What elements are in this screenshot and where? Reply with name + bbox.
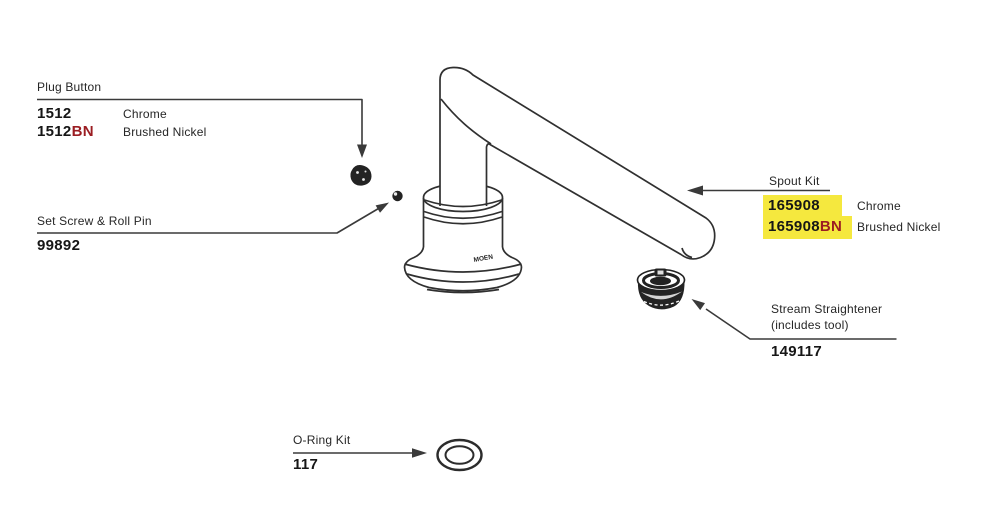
spout-kit-number-chrome: 165908 (763, 195, 842, 218)
stream-straightener-label: Stream Straightener (771, 302, 883, 316)
set-screw-number: 99892 (37, 237, 81, 254)
spout-drawing: MOEN (403, 66, 716, 294)
part-number: 165908 (768, 197, 820, 214)
o-ring-arrowhead (412, 448, 427, 458)
set-screw-part (392, 190, 403, 202)
set-screw-leader-line (37, 207, 379, 234)
plug-button-number-bn: 1512BN (37, 123, 94, 141)
base-rim-contour (406, 273, 520, 283)
highlight-box: 165908 (763, 195, 842, 218)
collar-seam (423, 210, 503, 225)
stream-straightener-leader-line (705, 308, 897, 340)
base-top-arc (404, 263, 522, 273)
stream-straightener-sublabel: (includes tool) (771, 318, 849, 332)
spout-tube (439, 66, 716, 260)
stream-straightener-arrowhead (691, 299, 705, 311)
spout-kit-finish-bn: Brushed Nickel (857, 220, 941, 234)
spout-kit-finish-chrome: Chrome (857, 199, 901, 213)
highlight-box: 165908BN (763, 216, 853, 239)
base-bottom-edge (426, 288, 500, 294)
part-number: 165908 (768, 218, 820, 235)
part-number: 1512 (37, 105, 72, 122)
spout-inner-bend (440, 98, 492, 145)
plug-button-leader-line (37, 98, 363, 146)
base-bottom-arc (403, 266, 523, 292)
leader-lines (37, 98, 897, 458)
stream-straightener-number: 149117 (771, 343, 823, 360)
brand-mark: MOEN (473, 254, 494, 264)
part-number-suffix: BN (819, 218, 843, 235)
o-ring-kit-label: O-Ring Kit (293, 433, 351, 447)
o-ring-kit-number: 117 (293, 456, 319, 473)
part-number-suffix: BN (71, 123, 94, 140)
stream-straightener-part (636, 268, 686, 310)
collar-front-rim (424, 199, 502, 208)
spout-kit-arrowhead (687, 185, 703, 196)
plug-button-finish-chrome: Chrome (123, 107, 167, 121)
collar-sides (422, 198, 504, 247)
part-number: 1512 (37, 123, 72, 140)
set-screw-label: Set Screw & Roll Pin (37, 214, 152, 228)
plug-button-number-chrome: 1512 (37, 105, 72, 123)
o-ring-part (436, 438, 483, 472)
plug-button-label: Plug Button (37, 80, 102, 94)
spout-kit-number-bn: 165908BN (763, 216, 853, 239)
plug-button-finish-bn: Brushed Nickel (123, 125, 207, 139)
plug-button-part (350, 165, 372, 186)
spout-tip-opening (681, 247, 693, 259)
plug-button-arrowhead (357, 144, 367, 158)
spout-kit-label: Spout Kit (769, 174, 820, 188)
set-screw-arrowhead (375, 202, 389, 213)
